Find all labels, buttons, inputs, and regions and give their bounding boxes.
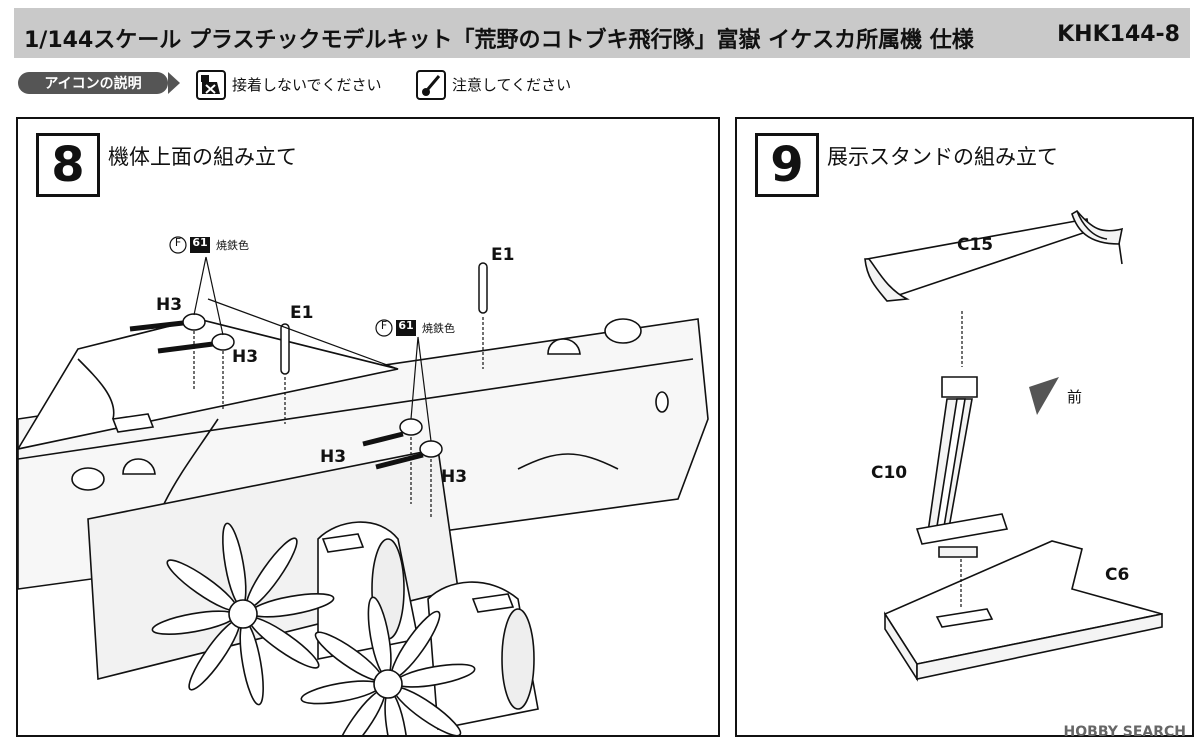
watermark: HOBBY SEARCH	[1063, 724, 1186, 740]
part-callout: C15	[957, 235, 994, 255]
icon-legend-label: アイコンの説明	[18, 72, 168, 94]
part-callout: H3	[320, 447, 347, 467]
step-number: 9	[755, 133, 819, 197]
no-glue-icon	[196, 70, 226, 100]
part-callout: C6	[1105, 565, 1130, 585]
header-bar: 1/144スケール プラスチックモデルキット「荒野のコトブキ飛行隊」富嶽 イケス…	[14, 8, 1190, 58]
step-9-illustration	[864, 209, 1163, 682]
legend-arrow	[168, 72, 180, 94]
front-label: 前	[1067, 388, 1083, 406]
part-callout: C10	[871, 463, 908, 483]
part-callout: H3	[156, 295, 183, 315]
step-8-illustration	[18, 236, 709, 735]
paint-color: 焼鉄色	[422, 322, 455, 335]
product-code: KHK144-8	[1057, 22, 1180, 47]
step-number: 8	[36, 133, 100, 197]
step-9-panel: 9 展示スタンドの組み立て C15 C10 C6	[735, 117, 1194, 737]
step-8-panel: 8 機体上面の組み立て	[16, 117, 720, 737]
part-callout: E1	[290, 303, 314, 323]
paint-letter: F	[174, 236, 182, 249]
step-title: 機体上面の組み立て	[108, 145, 297, 169]
page-title: 1/144スケール プラスチックモデルキット「荒野のコトブキ飛行隊」富嶽 イケス…	[24, 28, 974, 53]
step-title: 展示スタンドの組み立て	[827, 145, 1058, 169]
part-callout: E1	[491, 245, 515, 265]
paint-letter: F	[380, 319, 388, 332]
paint-code: 61	[398, 319, 414, 332]
icon-legend: アイコンの説明 接着しないでください 注意してください	[18, 70, 718, 100]
part-callout: H3	[232, 347, 259, 367]
paint-code: 61	[192, 236, 208, 249]
no-glue-text: 接着しないでください	[232, 76, 382, 94]
caution-icon	[416, 70, 446, 100]
part-callout: H3	[441, 467, 468, 487]
paint-color: 焼鉄色	[216, 239, 249, 252]
caution-text: 注意してください	[452, 76, 572, 94]
